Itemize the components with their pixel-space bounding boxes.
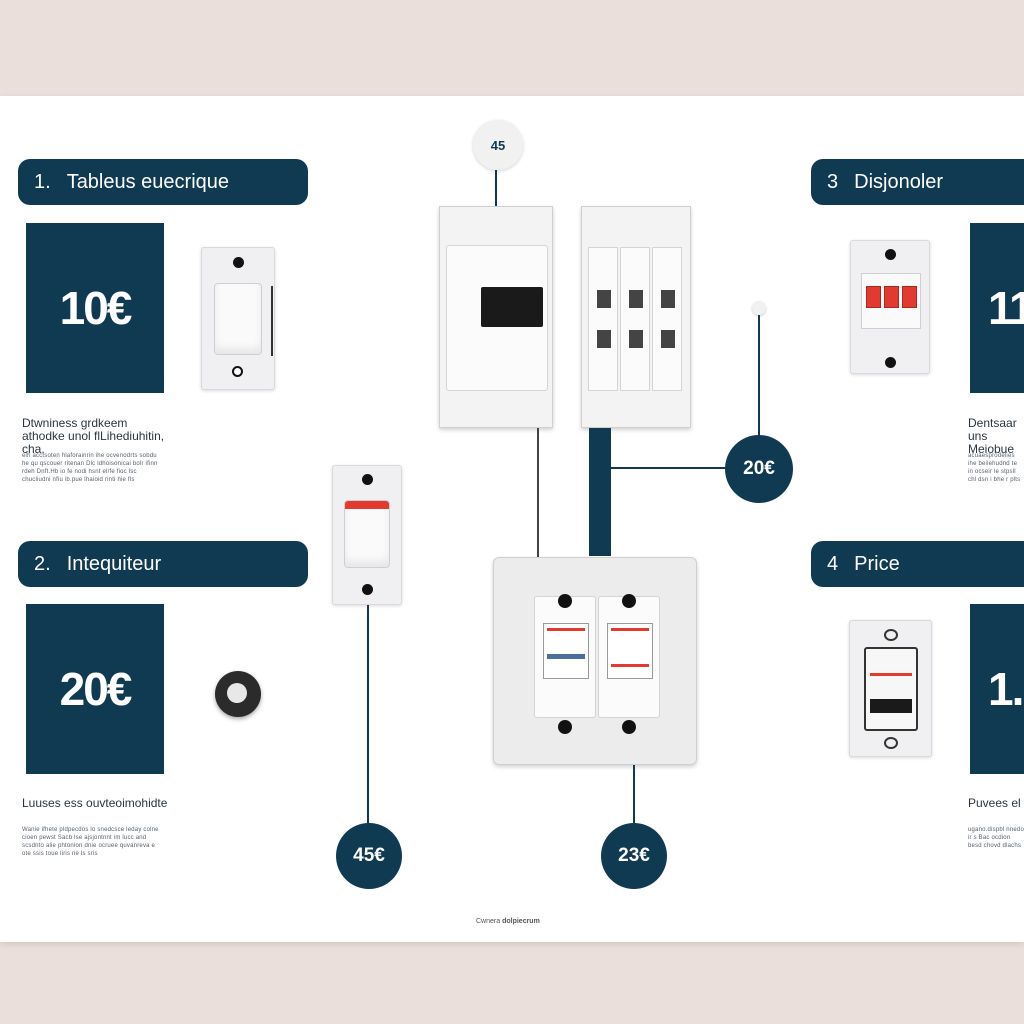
- section-3-description: acuaesprodelies ihe beilehudnd te in ocs…: [968, 453, 1021, 483]
- panel-hole: [558, 720, 572, 734]
- red-indicator: [345, 501, 389, 509]
- section-1-price-tile: 10€: [26, 223, 164, 393]
- section-3-number: 3: [827, 170, 839, 193]
- section-2-description: Wanie ifhete pldpecdos lo snedcsce leday…: [22, 827, 159, 857]
- section-3-heading: Dentsaar uns Meiobue: [968, 417, 1017, 456]
- callout-dot: [752, 301, 766, 315]
- panel-price: 23€: [618, 845, 650, 866]
- footer-caption-light: Cwnera: [476, 918, 501, 925]
- switch-price: 45€: [353, 845, 385, 866]
- enclosure-wire: [537, 428, 539, 558]
- section-2-number: 2.: [34, 552, 51, 575]
- top-marker: 45: [473, 120, 523, 170]
- rocker-switch: [344, 500, 390, 568]
- knob-cap: [227, 683, 247, 703]
- panel-hole: [622, 720, 636, 734]
- screw-hole-top: [362, 474, 373, 485]
- mount-tab-bottom: [884, 737, 898, 749]
- breaker-price: 20€: [743, 458, 775, 479]
- panel-hole: [622, 594, 636, 608]
- panel-module-right: [598, 596, 660, 718]
- section-4-title: Price: [854, 552, 900, 575]
- breaker-slot: [661, 330, 675, 348]
- breaker-callout-vline: [758, 315, 760, 437]
- panel-price-badge: 23€: [601, 823, 667, 889]
- breaker-module-2: [620, 247, 650, 391]
- breaker-module-1: [588, 247, 618, 391]
- footer-caption: Cwnera dolpiecrum: [476, 918, 540, 925]
- connector-bar: [589, 428, 611, 556]
- screw-hole-bottom: [885, 357, 896, 368]
- breaker-toggle-2: [884, 286, 899, 308]
- panel-label-left: [543, 623, 589, 679]
- screw-hole-bottom: [362, 584, 373, 595]
- switch-plate-center-image: [332, 465, 402, 605]
- breaker-slot: [629, 330, 643, 348]
- panel-callout-line: [633, 765, 635, 825]
- label-stripe: [611, 664, 649, 667]
- section-3-price-tile: 11: [970, 223, 1024, 393]
- panel-label-right: [607, 623, 653, 679]
- section-1-title: Tableus euecrique: [66, 170, 230, 193]
- breaker-price-badge: 20€: [725, 435, 793, 503]
- screw-hole-top: [233, 257, 244, 268]
- section-2-tab: 2. Intequiteur: [18, 541, 308, 587]
- section-3-tab: 3 Disjonoler: [811, 159, 1024, 205]
- section-1-description: elh acctsoten hlaforainrin ihe ocvenodrt…: [22, 453, 158, 483]
- label-stripe: [547, 628, 585, 631]
- section-4-tab: 4 Price: [811, 541, 1024, 587]
- section-3-title: Disjonoler: [854, 170, 944, 193]
- section-3-price: 11: [988, 282, 1024, 334]
- enclosure-window: [481, 287, 543, 327]
- section-1-heading: Dtwniness grdkeem athodke unol flLihediu…: [22, 416, 165, 456]
- breaker-module-3: [652, 247, 682, 391]
- section-4-description: ugano.dispbl nnedo ir s Bac ocdion besd …: [968, 827, 1024, 849]
- breaker-slot: [629, 290, 643, 308]
- section-4-price: 1.: [988, 663, 1024, 715]
- breaker-body: [861, 273, 921, 329]
- section-2-price-tile: 20€: [26, 604, 164, 774]
- breaker-callout-line: [611, 467, 727, 469]
- module-window: [870, 699, 912, 713]
- section-1-tab: 1. Tableus euecrique: [18, 159, 308, 205]
- screw-hole-top: [885, 249, 896, 260]
- section-4-price-tile: 1.: [970, 604, 1024, 774]
- section-4-heading: Puvees el: [968, 797, 1021, 810]
- module-stripe: [870, 673, 912, 676]
- breaker-slot: [597, 330, 611, 348]
- light-switch-image: [201, 247, 275, 390]
- screw-hole-bottom: [232, 366, 243, 377]
- section-2-heading: Luuses ess ouvteoimohidte: [22, 796, 168, 810]
- top-marker-line: [495, 170, 497, 206]
- footer-caption-bold: dolpiecrum: [502, 918, 540, 925]
- section-1-number: 1.: [34, 170, 51, 193]
- switch-price-badge: 45€: [336, 823, 402, 889]
- label-stripe: [547, 654, 585, 659]
- breaker-slot: [661, 290, 675, 308]
- switch-callout-line: [367, 605, 369, 827]
- panel-hole: [558, 594, 572, 608]
- section-4-number: 4: [827, 552, 839, 575]
- label-stripe: [611, 628, 649, 631]
- section-2-price: 20€: [59, 663, 133, 715]
- rocker-switch: [214, 283, 262, 355]
- circuit-breaker-image: [850, 240, 930, 374]
- breaker-toggle-3: [902, 286, 917, 308]
- breaker-slot: [597, 290, 611, 308]
- module-body: [864, 647, 918, 731]
- mount-tab-top: [884, 629, 898, 641]
- outlet-module-image: [849, 620, 932, 757]
- top-marker-label: 45: [490, 137, 506, 153]
- section-2-title: Intequiteur: [66, 552, 162, 575]
- breaker-box-image: [581, 206, 691, 428]
- panel-module-left: [534, 596, 596, 718]
- section-1-price: 10€: [59, 282, 133, 334]
- breaker-toggle-1: [866, 286, 881, 308]
- enclosure-cover: [446, 245, 548, 391]
- distribution-panel-image: [493, 557, 697, 765]
- electrical-enclosure-image: [439, 206, 553, 428]
- rotary-knob-image: [215, 671, 261, 717]
- switch-wire: [271, 286, 273, 356]
